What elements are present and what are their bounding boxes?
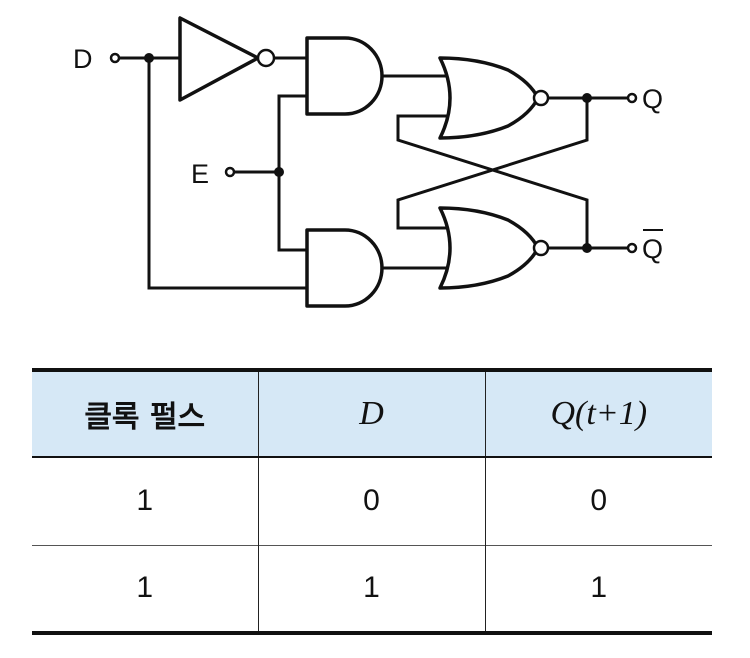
nor-gate-upper-bubble: [532, 89, 550, 107]
junction-dot: [144, 53, 154, 63]
inverter-bubble: [256, 48, 276, 68]
junction-dot: [274, 167, 284, 177]
input-e-label: E: [191, 159, 209, 189]
inverter-gate: [178, 16, 260, 102]
junction-dot: [582, 93, 592, 103]
input-d-terminal: [109, 52, 121, 64]
header-q-next: Q(t+1): [484, 370, 712, 457]
wire-d-to-lower-and: [147, 58, 307, 290]
nor-gate-lower-bubble: [532, 239, 550, 257]
wire-feedback-qbar: [396, 114, 589, 248]
junction-dot: [582, 243, 592, 253]
output-q-terminal: [626, 92, 638, 104]
input-d-label: D: [73, 44, 93, 74]
table-cell: 1: [136, 484, 154, 518]
table-cell: 1: [484, 545, 712, 633]
nor-gate-upper: [438, 56, 540, 140]
output-q-label: Q: [642, 84, 663, 114]
header-d: D: [257, 370, 485, 457]
and-gate-upper: [305, 36, 384, 116]
wire-feedback-q: [396, 98, 589, 230]
and-gate-lower: [305, 228, 384, 308]
table-cell: 1: [257, 545, 485, 633]
nor-gate-lower: [438, 206, 540, 290]
output-qbar-label: Q: [642, 234, 663, 264]
table-cell: 0: [257, 457, 485, 545]
table-cell: 1: [136, 571, 154, 605]
table-row: 1 0 0: [32, 457, 712, 545]
output-qbar-terminal: [626, 242, 638, 254]
table-cell: 0: [484, 457, 712, 545]
table-row: 1 1 1: [32, 545, 712, 633]
input-e-terminal: [224, 166, 236, 178]
truth-table: 클록 펄스 D Q(t+1) 1 0 0 1 1 1: [32, 368, 712, 635]
d-latch-circuit: D E Q Q: [73, 16, 663, 308]
header-clock-pulse: 클록 펄스: [84, 400, 206, 435]
table-header-row: 클록 펄스 D Q(t+1): [32, 370, 712, 457]
